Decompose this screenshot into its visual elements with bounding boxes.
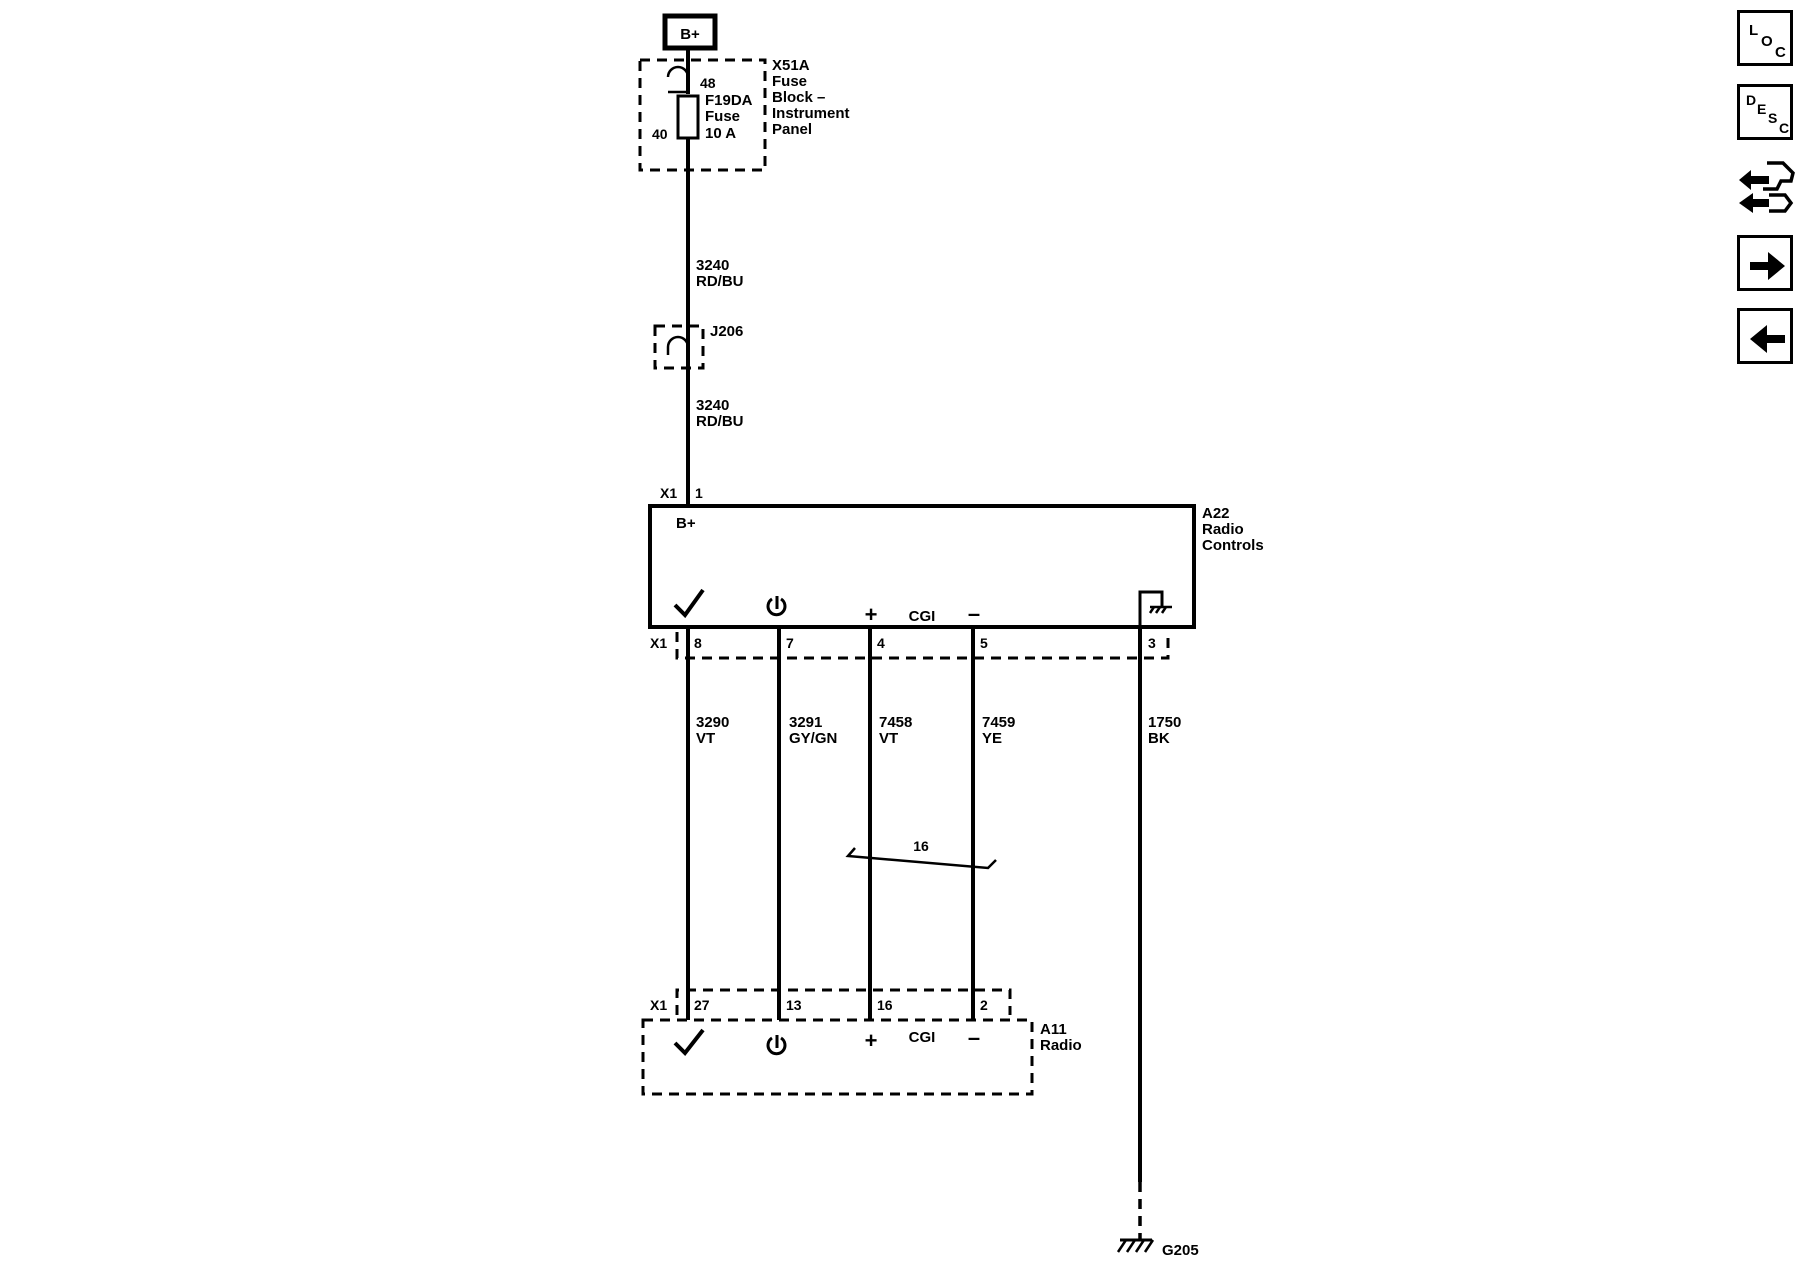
splice-connector-symbol: [666, 335, 690, 348]
radio-plus-label: +: [865, 1028, 878, 1053]
radio-controls-pin-3: 3: [1148, 635, 1156, 651]
radio-power-icon: [766, 1035, 787, 1056]
power-icon: [766, 596, 787, 617]
connector-arrows-icon: [1739, 161, 1795, 213]
radio-check-icon: [673, 1028, 705, 1057]
back-button[interactable]: [1737, 308, 1793, 364]
wire-7459-color: YE: [982, 730, 1002, 747]
check-icon: [673, 588, 705, 619]
harness-wires: 3290 VT 3291 GY/GN 7458 VT 7459 YE 1750 …: [686, 627, 1181, 1240]
radio-pin-2: 2: [980, 997, 988, 1013]
wire-7458-circuit: 7458: [879, 714, 912, 731]
radio-controls-top-pin: 1: [695, 485, 703, 501]
location-button[interactable]: L O C: [1737, 10, 1793, 66]
wire-7458-color: VT: [879, 730, 898, 747]
connector-view-button[interactable]: [1733, 153, 1799, 219]
radio-pin-16: 16: [877, 997, 893, 1013]
fuse-block-name-line-2: Block –: [772, 89, 825, 106]
twisted-pair-label: 16: [913, 838, 929, 854]
power-source-b-plus: B+: [662, 13, 718, 51]
wire-3240-upper-circuit: 3240: [696, 257, 729, 274]
radio-controls-bottom-connector: X1: [650, 635, 667, 651]
wire-3240-upper-color: RD/BU: [696, 273, 744, 290]
fuse-block-x51a: 48 40 F19DA Fuse 10 A X51A Fuse Block – …: [638, 48, 850, 508]
loc-letter-o: O: [1761, 33, 1773, 50]
wire-3291-circuit: 3291: [789, 714, 822, 731]
power-source-label: B+: [680, 26, 700, 43]
splice-j206: J206: [653, 323, 743, 370]
wire-3240-lower-circuit: 3240: [696, 397, 729, 414]
fuse-symbol: [676, 94, 700, 140]
radio-controls-top-connector: X1: [660, 485, 677, 501]
wire-3290-circuit: 3290: [696, 714, 729, 731]
wire-3240-upper: 3240 RD/BU: [696, 257, 744, 290]
fuse-pin-in: 48: [700, 75, 716, 91]
radio-controls-pin-8: 8: [694, 635, 702, 651]
fuse-connector-symbol: [666, 65, 690, 78]
fuse-block-name-line-4: Panel: [772, 121, 812, 138]
radio-controls-plus-label: +: [865, 602, 878, 627]
wire-3240-lower-color: RD/BU: [696, 413, 744, 430]
radio-controls-pin-5: 5: [980, 635, 988, 651]
radio-controls-bplus-label: B+: [676, 515, 696, 532]
chassis-ground-icon: [1138, 590, 1172, 627]
radio-controls-minus-label: –: [968, 601, 980, 626]
radio-controls-cgi-label: CGI: [909, 608, 936, 625]
desc-letter-d: D: [1746, 92, 1756, 108]
splice-name: J206: [710, 323, 743, 340]
desc-icon: D E S C: [1746, 92, 1789, 136]
next-button[interactable]: [1737, 235, 1793, 291]
wire-3240-lower: 3240 RD/BU: [696, 397, 744, 430]
fuse-label-line-3: 10 A: [705, 125, 736, 142]
radio-controls-name-line-2: Controls: [1202, 537, 1264, 554]
loc-icon: L O C: [1749, 22, 1786, 61]
wire-1750-color: BK: [1148, 730, 1170, 747]
radio-controls-ref: A22: [1202, 505, 1230, 522]
loc-letter-c: C: [1775, 44, 1786, 61]
wire-7459-circuit: 7459: [982, 714, 1015, 731]
radio-name: Radio: [1040, 1037, 1082, 1054]
wire-3290-color: VT: [696, 730, 715, 747]
radio-ref: A11: [1040, 1021, 1067, 1038]
arrow-right-icon: [1750, 252, 1785, 280]
ground-g205: G205: [1116, 1238, 1199, 1259]
radio-pin-27: 27: [694, 997, 710, 1013]
desc-letter-c: C: [1779, 120, 1789, 136]
radio-minus-label: –: [968, 1025, 980, 1050]
arrow-left-icon: [1750, 325, 1785, 353]
fuse-label-line-2: Fuse: [705, 108, 740, 125]
twisted-pair-marker: 16: [845, 838, 997, 870]
wire-1750-circuit: 1750: [1148, 714, 1181, 731]
fuse-block-name-line-1: Fuse: [772, 73, 807, 90]
radio-pin-13: 13: [786, 997, 802, 1013]
fuse-label-line-1: F19DA: [705, 92, 753, 109]
fuse-block-name-line-3: Instrument: [772, 105, 850, 122]
loc-letter-l: L: [1749, 22, 1758, 39]
desc-letter-s: S: [1768, 110, 1777, 126]
fuse-pin-out: 40: [652, 126, 668, 142]
radio-module: X1 27 13 16 2 + CGI – A11 Radio: [641, 988, 1082, 1096]
radio-controls-module: X1 1 B+ A22 Radio Controls + CGI – X1 8 …: [648, 485, 1264, 660]
ground-name: G205: [1162, 1242, 1199, 1259]
desc-letter-e: E: [1757, 101, 1766, 117]
radio-controls-pin-4: 4: [877, 635, 885, 651]
wire-3291-color: GY/GN: [789, 730, 837, 747]
radio-connector: X1: [650, 997, 667, 1013]
radio-cgi-label: CGI: [909, 1029, 936, 1046]
radio-controls-name-line-1: Radio: [1202, 521, 1244, 538]
fuse-block-connector: X51A: [772, 57, 810, 74]
description-button[interactable]: D E S C: [1737, 84, 1793, 140]
radio-controls-pin-7: 7: [786, 635, 794, 651]
